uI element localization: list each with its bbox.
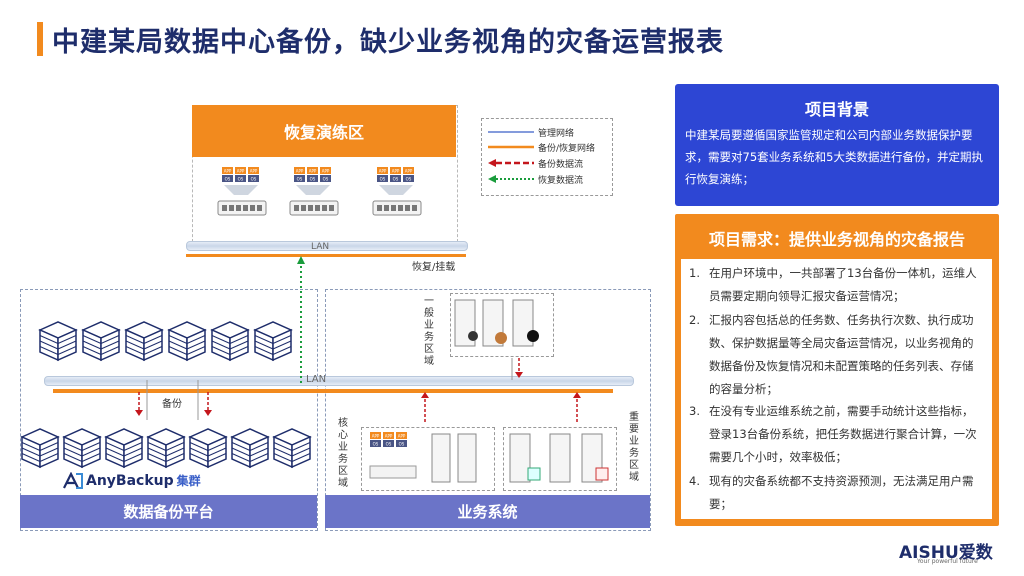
svg-text:APP: APP	[379, 169, 387, 174]
svg-text:APP: APP	[237, 169, 245, 174]
rack-server-icon	[289, 200, 339, 216]
general-zone-label: 一般业务区域	[424, 296, 434, 367]
business-system-footer: 业务系统	[325, 495, 650, 528]
app-stack-icon: APP OS APP OS APP OS	[377, 167, 414, 182]
storage-cube-icon	[272, 428, 312, 469]
legend-mgmt: 管理网络	[538, 129, 575, 139]
core-zone-label: 核心业务区域	[338, 418, 348, 489]
core-zone-servers: APP OS APP OS APP OS	[369, 432, 477, 483]
storage-cubes-lower	[20, 428, 312, 469]
storage-cube-icon	[167, 321, 207, 362]
storage-cube-icon	[230, 428, 270, 469]
app-stack-icon: APP OS APP OS APP OS	[222, 167, 259, 182]
requirements-card: 项目需求：提供业务视角的灾备报告 1. 在用户环境中，一共部署了13台备份一体机…	[675, 214, 999, 526]
storage-cube-icon	[210, 321, 250, 362]
svg-text:APP: APP	[250, 169, 258, 174]
background-heading: 项目背景	[804, 100, 869, 119]
important-zone-label: 重要业务区域	[629, 412, 639, 483]
anybackup-name: AnyBackup	[86, 473, 174, 489]
app-stack-icon: APP OS APP OS APP OS	[294, 167, 331, 182]
storage-cube-icon	[81, 321, 121, 362]
recovery-orange-line	[186, 254, 466, 257]
storage-cubes-upper	[38, 321, 293, 362]
svg-text:OS: OS	[310, 177, 316, 182]
storage-cube-icon	[20, 428, 60, 469]
storage-cube-icon	[146, 428, 186, 469]
backup-label: 备份	[162, 399, 182, 410]
requirements-heading: 项目需求：提供业务视角的灾备报告	[708, 230, 965, 249]
app-stack-icon: APP OS APP OS APP OS	[370, 432, 407, 447]
background-card: 项目背景 中建某局要遵循国家监管规定和公司内部业务数据保护要求，需要对75套业务…	[675, 84, 999, 206]
page-title: 中建某局数据中心备份，缺少业务视角的灾备运营报表	[52, 27, 724, 58]
svg-text:APP: APP	[372, 434, 380, 439]
important-zone-servers	[509, 433, 609, 483]
aishu-logo: AISHU爱数	[899, 543, 993, 563]
storage-cube-icon	[38, 321, 78, 362]
lan-mid-pipe	[44, 376, 634, 386]
storage-cube-icon	[253, 321, 293, 362]
restore-mount-label: 恢复/挂载	[412, 262, 456, 273]
lan-top-pipe	[186, 241, 468, 251]
svg-text:OS: OS	[399, 442, 405, 447]
legend-restore-flow: 恢复数据流	[538, 176, 584, 186]
storage-cube-icon	[62, 428, 102, 469]
svg-text:APP: APP	[224, 169, 232, 174]
svg-text:OS: OS	[406, 177, 412, 182]
lan-mid-label: LAN	[306, 374, 327, 385]
storage-cube-icon	[104, 428, 144, 469]
aishu-tagline: Your powerful future	[917, 558, 978, 565]
svg-text:APP: APP	[296, 169, 304, 174]
svg-text:APP: APP	[385, 434, 393, 439]
lan-top-label: LAN	[311, 242, 330, 252]
legend-backup-net: 备份/恢复网络	[538, 144, 596, 154]
svg-text:OS: OS	[238, 177, 244, 182]
anybackup-logo-icon	[63, 472, 83, 489]
rack-server-icon	[217, 200, 267, 216]
svg-text:OS: OS	[373, 442, 379, 447]
general-zone-servers	[454, 299, 539, 347]
storage-cube-icon	[124, 321, 164, 362]
background-text: 中建某局要遵循国家监管规定和公司内部业务数据保护要求，需要对75套业务系统和5大…	[685, 128, 983, 186]
svg-text:APP: APP	[398, 434, 406, 439]
svg-text:APP: APP	[322, 169, 330, 174]
title-accent-bar	[37, 22, 43, 56]
flow-connectors	[135, 256, 581, 422]
svg-text:APP: APP	[392, 169, 400, 174]
svg-text:APP: APP	[309, 169, 317, 174]
rack-server-icon	[372, 200, 422, 216]
storage-cube-icon	[188, 428, 228, 469]
backup-orange-line	[53, 389, 613, 393]
network-legend: 管理网络 备份/恢复网络 备份数据流 恢复数据流	[481, 118, 613, 196]
svg-text:OS: OS	[393, 177, 399, 182]
legend-backup-flow: 备份数据流	[538, 160, 584, 170]
recovery-servers: APP OS APP OS APP OS APP OS APP OS APP OS APP OS APP OS…	[217, 167, 422, 216]
backup-platform-footer: 数据备份平台	[20, 495, 317, 528]
requirements-body: 1. 在用户环境中，一共部署了13台备份一体机，运维人员需要定期向领导汇报灾备运…	[681, 259, 992, 519]
svg-text:OS: OS	[225, 177, 231, 182]
svg-text:OS: OS	[251, 177, 257, 182]
anybackup-cluster: 集群	[176, 474, 201, 488]
svg-text:OS: OS	[380, 177, 386, 182]
svg-text:APP: APP	[405, 169, 413, 174]
svg-text:OS: OS	[386, 442, 392, 447]
svg-text:OS: OS	[297, 177, 303, 182]
svg-text:OS: OS	[323, 177, 329, 182]
recovery-zone-header: 恢复演练区	[192, 105, 456, 157]
